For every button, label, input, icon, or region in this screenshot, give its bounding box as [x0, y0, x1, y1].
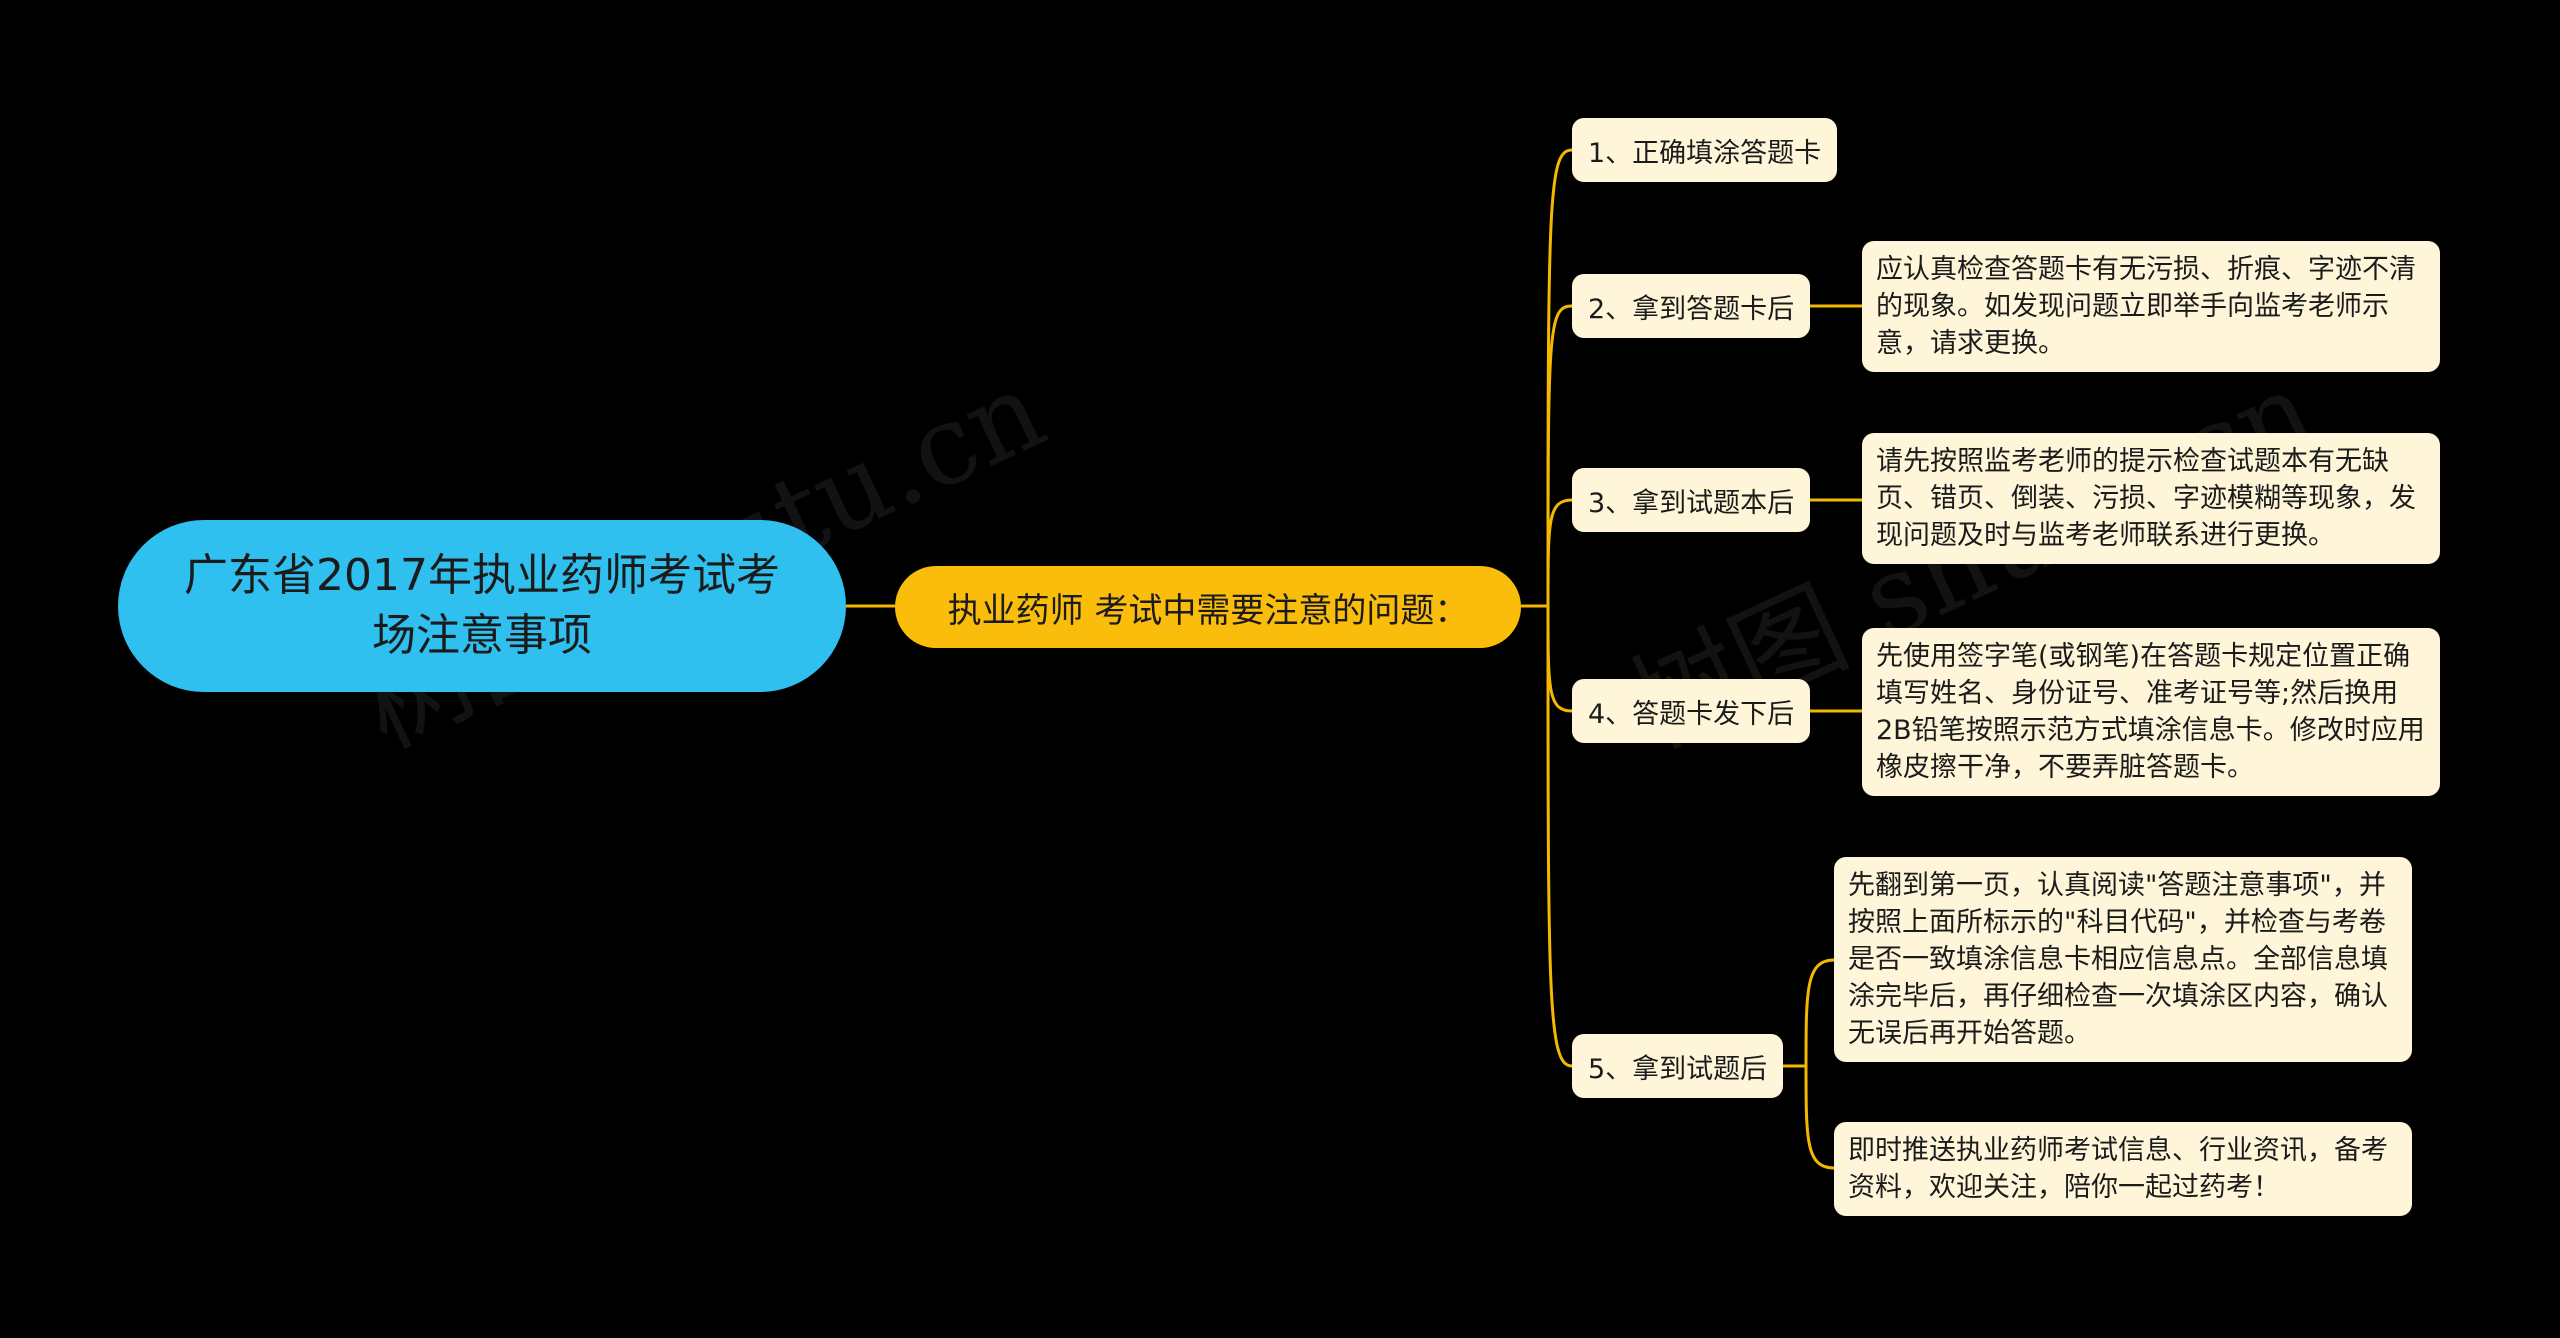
root-title: 广东省2017年执业药师考试考场注意事项 [184, 550, 780, 661]
leaf-text: 先翻到第一页，认真阅读"答题注意事项"，并按照上面所标示的"科目代码"，并检查与… [1848, 870, 2388, 1049]
leaf-node-1[interactable]: 应认真检查答题卡有无污损、折痕、字迹不清的现象。如发现问题立即举手向监考老师示意… [1862, 241, 2440, 372]
branch-node-2[interactable]: 2、拿到答题卡后 [1572, 274, 1811, 338]
leaf-node-4[interactable]: 先翻到第一页，认真阅读"答题注意事项"，并按照上面所标示的"科目代码"，并检查与… [1834, 857, 2412, 1062]
branch-label: 3、拿到试题本后 [1588, 487, 1795, 519]
root-node[interactable]: 广东省2017年执业药师考试考场注意事项 [118, 520, 846, 692]
leaf-text: 请先按照监考老师的提示检查试题本有无缺页、错页、倒装、污损、字迹模糊等现象，发现… [1876, 446, 2416, 551]
branch-label: 1、正确填涂答题卡 [1588, 137, 1822, 169]
leaf-text: 即时推送执业药师考试信息、行业资讯，备考资料，欢迎关注，陪你一起过药考！ [1848, 1135, 2388, 1203]
branch-node-1[interactable]: 1、正确填涂答题卡 [1572, 118, 1838, 182]
hub-node[interactable]: 执业药师 考试中需要注意的问题： [895, 566, 1521, 648]
leaf-node-5[interactable]: 即时推送执业药师考试信息、行业资讯，备考资料，欢迎关注，陪你一起过药考！ [1834, 1122, 2412, 1216]
branch-label: 4、答题卡发下后 [1588, 698, 1795, 730]
branch-label: 2、拿到答题卡后 [1588, 293, 1795, 325]
branch-label: 5、拿到试题后 [1588, 1053, 1768, 1085]
branch-node-3[interactable]: 3、拿到试题本后 [1572, 468, 1811, 532]
hub-label: 执业药师 考试中需要注意的问题： [947, 590, 1469, 631]
branch-node-5[interactable]: 5、拿到试题后 [1572, 1034, 1784, 1098]
leaf-text: 先使用签字笔(或钢笔)在答题卡规定位置正确填写姓名、身份证号、准考证号等;然后换… [1876, 641, 2425, 783]
leaf-text: 应认真检查答题卡有无污损、折痕、字迹不清的现象。如发现问题立即举手向监考老师示意… [1876, 254, 2416, 359]
leaf-node-2[interactable]: 请先按照监考老师的提示检查试题本有无缺页、错页、倒装、污损、字迹模糊等现象，发现… [1862, 433, 2440, 564]
branch-node-4[interactable]: 4、答题卡发下后 [1572, 679, 1811, 743]
leaf-node-3[interactable]: 先使用签字笔(或钢笔)在答题卡规定位置正确填写姓名、身份证号、准考证号等;然后换… [1862, 628, 2440, 796]
